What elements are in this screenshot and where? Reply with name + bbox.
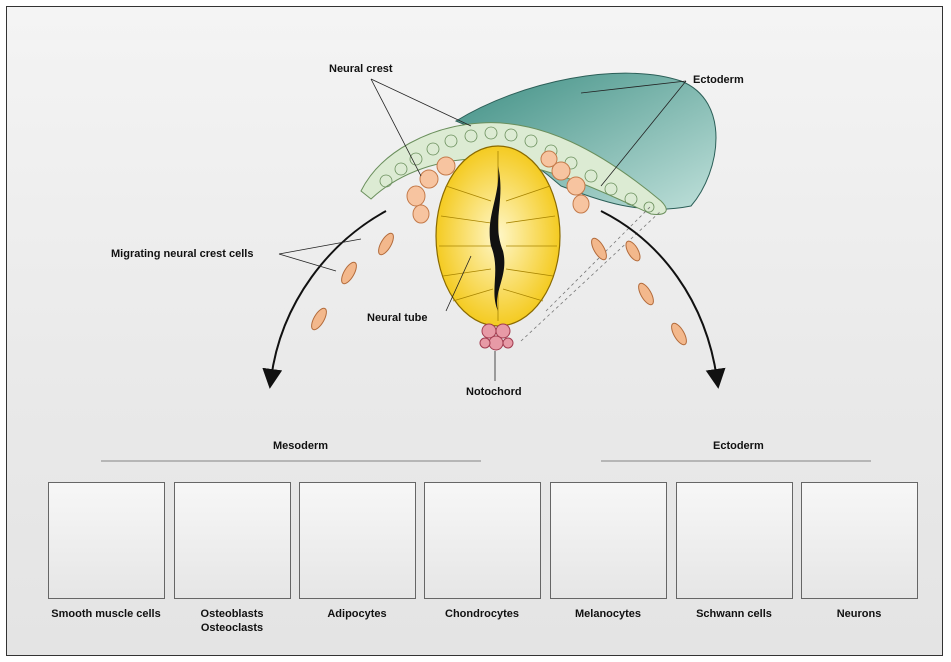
panel-schwann (676, 482, 793, 599)
diagram-frame: Neural crest Ectoderm Migrating neural c… (6, 6, 943, 656)
caption-line: Melanocytes (575, 608, 641, 620)
caption-line: Neurons (837, 608, 882, 620)
caption-line: Chondrocytes (445, 608, 519, 620)
panel-neurons (801, 482, 918, 599)
label-migrating-cells: Migrating neural crest cells (111, 248, 253, 260)
right-arrow (601, 211, 717, 379)
caption-line: Osteoblasts (201, 608, 264, 620)
notochord-cells (480, 324, 513, 350)
label-ectoderm-top: Ectoderm (693, 74, 744, 86)
caption-line: Schwann cells (696, 608, 772, 620)
label-neural-tube: Neural tube (367, 312, 428, 324)
label-ectoderm-bottom: Ectoderm (713, 440, 764, 452)
label-notochord: Notochord (466, 386, 522, 398)
panel-chondrocytes (424, 482, 541, 599)
caption-neurons: Neurons (784, 607, 934, 621)
left-arrow (271, 211, 386, 379)
panel-melanocytes (550, 482, 667, 599)
label-neural-crest: Neural crest (329, 63, 393, 75)
caption-line-2: Osteoclasts (201, 622, 263, 634)
panel-adipocytes (299, 482, 416, 599)
caption-line: Smooth muscle cells (51, 608, 160, 620)
panel-smooth-muscle (48, 482, 165, 599)
panel-osteoblasts (174, 482, 291, 599)
label-mesoderm: Mesoderm (273, 440, 328, 452)
caption-line: Adipocytes (327, 608, 386, 620)
